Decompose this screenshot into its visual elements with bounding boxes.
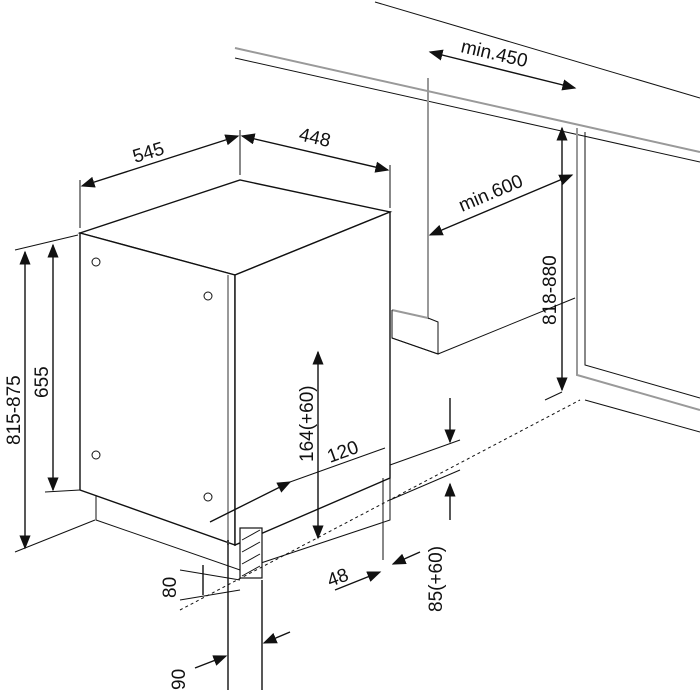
plinth-depth-label: 48 (325, 565, 352, 592)
depth-label: 545 (130, 138, 166, 167)
total-height-label: 815-875 (4, 375, 25, 445)
foot-height-label: 85(+60) (426, 546, 447, 612)
kick-height-label: 164(+60) (297, 385, 318, 462)
body-height-label: 655 (32, 366, 53, 398)
dishwasher-body (77, 179, 393, 579)
plinth-width-label: 90 (169, 669, 190, 690)
niche-width-label: min.450 (459, 36, 530, 72)
width-label: 448 (297, 124, 333, 152)
niche-outline (391, 78, 576, 355)
niche-height-label: 818-880 (540, 255, 561, 325)
dimension-lines (14, 49, 577, 690)
plinth-height-label: 80 (160, 577, 181, 598)
worktop-lines (234, 1, 700, 433)
